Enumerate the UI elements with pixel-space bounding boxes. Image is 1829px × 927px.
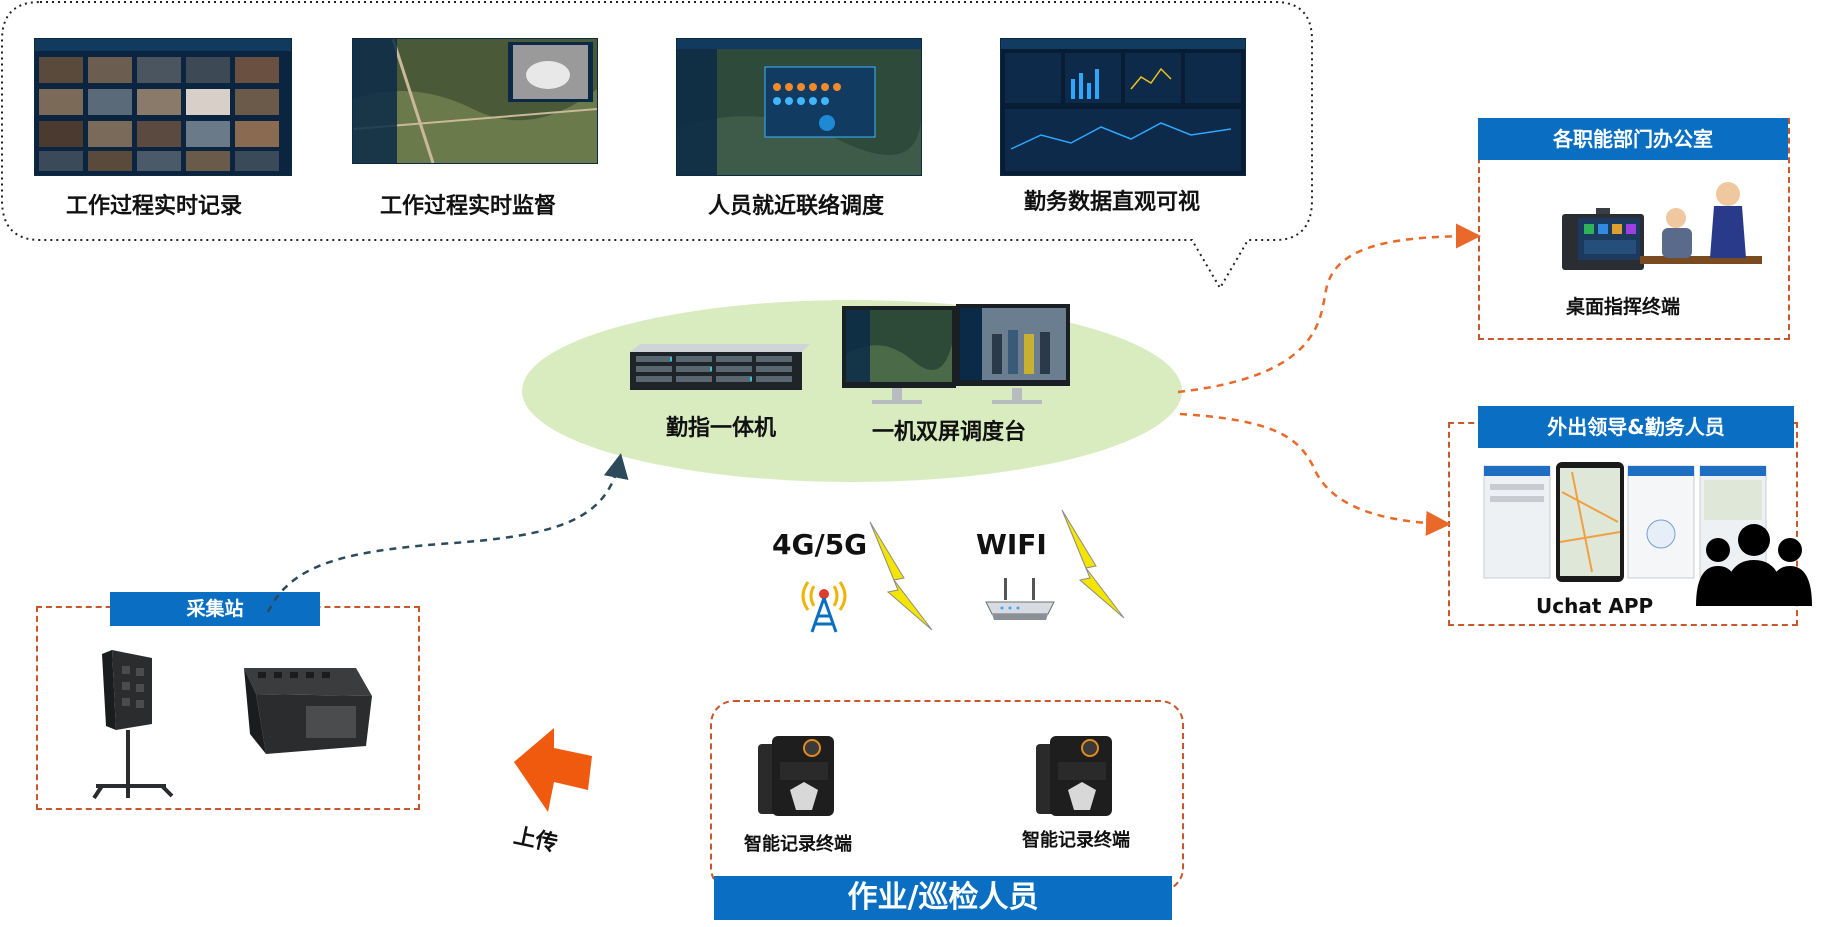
station-desktop-icon: [244, 668, 372, 754]
station-stand-icon: [92, 650, 174, 800]
office-header: 各职能部门办公室: [1478, 118, 1788, 160]
caption-realtime-record: 工作过程实时记录: [66, 194, 243, 219]
arrow-station-to-center: [266, 453, 629, 613]
dual-screen-label: 一机双屏调度台: [872, 420, 1027, 445]
app-screens-icon: [1483, 462, 1767, 582]
people-group-icon: [1696, 524, 1812, 606]
body-camera-icon-1: [758, 736, 834, 816]
lightning-icon-wifi: [1061, 509, 1125, 619]
app-label: Uchat APP: [1536, 594, 1654, 618]
server-label: 勤指一体机: [666, 416, 777, 441]
caption-realtime-monitor: 工作过程实时监督: [380, 194, 557, 219]
dual-monitor-icon: [842, 304, 1070, 404]
server-icon: [630, 344, 810, 390]
arrow-to-office: [1177, 223, 1481, 394]
data-dashboard-screenshot: [1000, 38, 1246, 176]
caption-nearby-dispatch: 人员就近联络调度: [708, 194, 885, 219]
body-camera-icon-2: [1036, 736, 1112, 816]
lightning-icon-cellular: [869, 521, 933, 631]
arrow-to-field-leaders: [1179, 412, 1451, 536]
map-monitor-screenshot: [352, 38, 598, 164]
workers-footer: 作业/巡检人员: [714, 876, 1172, 920]
desk-terminal-icon: [1562, 208, 1644, 270]
router-icon: [985, 578, 1055, 620]
caption-data-visual: 勤务数据直观可视: [1024, 190, 1201, 215]
body-camera-label-1: 智能记录终端: [744, 834, 852, 855]
dispatch-map-screenshot: [676, 38, 922, 176]
body-camera-label-2: 智能记录终端: [1022, 830, 1130, 851]
station-header: 采集站: [110, 592, 320, 626]
cellular-label: 4G/5G: [772, 528, 868, 561]
cell-tower-icon: [801, 581, 847, 633]
upload-arrow-icon: [514, 728, 592, 812]
desk-terminal-label: 桌面指挥终端: [1566, 296, 1681, 318]
office-workers-icon: [1640, 182, 1762, 264]
speech-bubble: [1, 1, 1313, 290]
field-leaders-header: 外出领导&勤务人员: [1478, 406, 1794, 448]
wifi-label: WIFI: [976, 528, 1047, 561]
video-wall-screenshot: [34, 38, 292, 176]
